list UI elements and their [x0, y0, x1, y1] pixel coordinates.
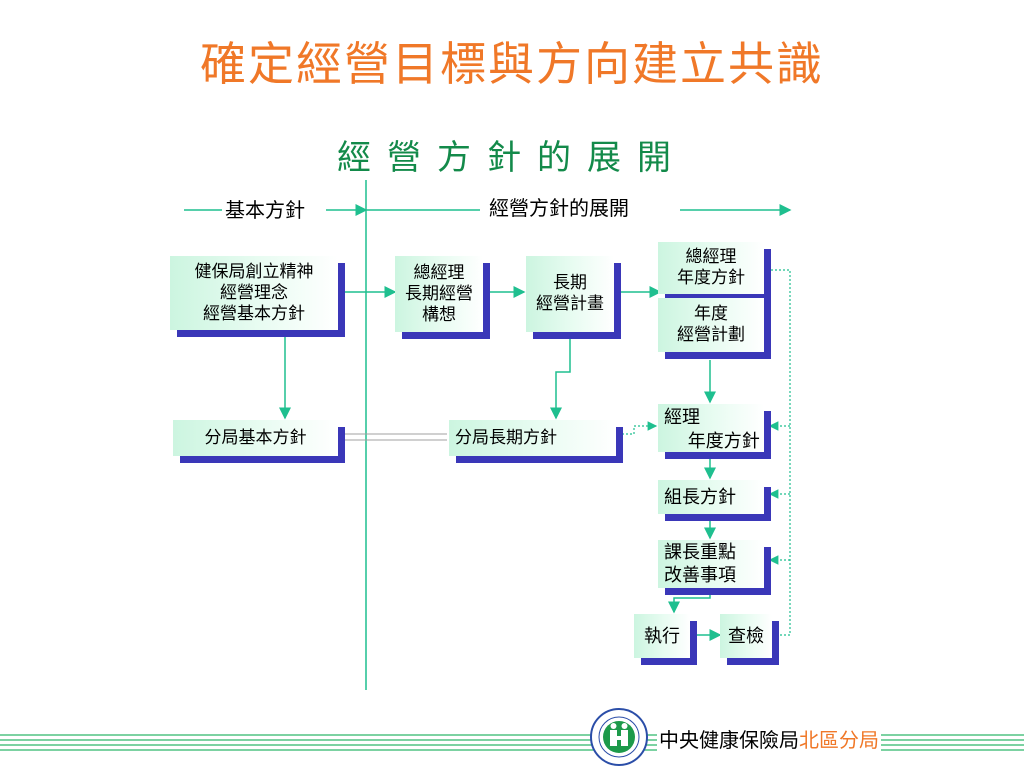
box-branch-basic-policy: 分局基本方針: [173, 420, 345, 463]
box-manager-annual-label: 經理 年度方針: [658, 404, 764, 452]
box-branch-long-term-policy: 分局長期方針: [449, 420, 623, 463]
footer-org-name: 中央健康保險局: [659, 728, 799, 752]
page-title: 確定經營目標與方向建立共識: [200, 37, 824, 91]
box-gm-annual-label: 總經理 年度方針: [658, 242, 764, 294]
page-subtitle: 經營方針的展開: [337, 138, 687, 178]
box-manager-annual: 經理 年度方針: [658, 404, 771, 459]
box-founding-spirit-label: 健保局創立精神 經營理念 經營基本方針: [170, 256, 338, 330]
section-label-expansion: 經營方針的展開: [486, 196, 632, 220]
box-gm-annual: 總經理 年度方針 年度 經營計劃: [658, 242, 771, 359]
box-section-chief-label: 課長重點 改善事項: [658, 540, 764, 588]
box-branch-basic-policy-label: 分局基本方針: [173, 420, 338, 456]
footer-branch-name: 北區分局: [799, 728, 879, 752]
nhi-logo-icon: [590, 708, 648, 766]
section-label-basic: 基本方針: [222, 198, 308, 222]
box-branch-long-term-policy-label: 分局長期方針: [449, 420, 616, 456]
box-section-chief: 課長重點 改善事項: [658, 540, 771, 595]
box-long-term-plan: 長期 經營計畫: [526, 256, 621, 339]
box-team-leader-label: 組長方針: [658, 480, 764, 514]
box-execute-label: 執行: [634, 614, 690, 658]
box-inspect: 查檢: [720, 614, 779, 665]
box-team-leader: 組長方針: [658, 480, 771, 521]
box-execute: 執行: [634, 614, 697, 665]
box-inspect-label: 查檢: [720, 614, 772, 658]
footer-org: 中央健康保險局北區分局: [657, 727, 881, 753]
box-long-term-plan-label: 長期 經營計畫: [526, 256, 614, 332]
box-gm-long-term-vision-label: 總經理 長期經營 構想: [395, 256, 483, 332]
box-founding-spirit: 健保局創立精神 經營理念 經營基本方針: [170, 256, 345, 337]
box-annual-plan-label: 年度 經營計劃: [658, 298, 764, 352]
box-gm-long-term-vision: 總經理 長期經營 構想: [395, 256, 490, 339]
